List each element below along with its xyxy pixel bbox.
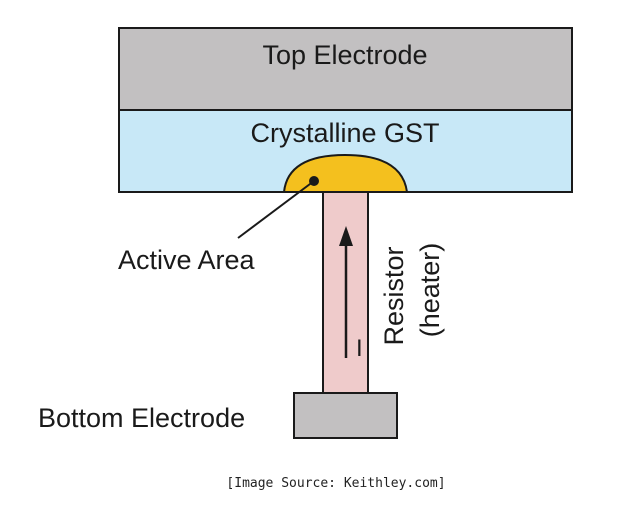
up-arrow-icon xyxy=(339,226,353,358)
bottom-electrode-block xyxy=(293,392,398,439)
gst-layer-label: Crystalline GST xyxy=(250,118,439,148)
heater-label: (heater) xyxy=(415,243,445,338)
top-electrode-block xyxy=(118,27,573,111)
active-area-pointer-line xyxy=(237,180,315,239)
resistor-label: Resistor xyxy=(379,246,409,345)
dot-marker-icon xyxy=(309,176,319,186)
top-electrode-label: Top Electrode xyxy=(262,40,427,70)
bottom-electrode-label: Bottom Electrode xyxy=(38,403,245,433)
active-area-label: Active Area xyxy=(118,245,256,275)
current-label: I xyxy=(356,335,363,362)
image-source-caption: [Image Source: Keithley.com] xyxy=(226,476,445,491)
